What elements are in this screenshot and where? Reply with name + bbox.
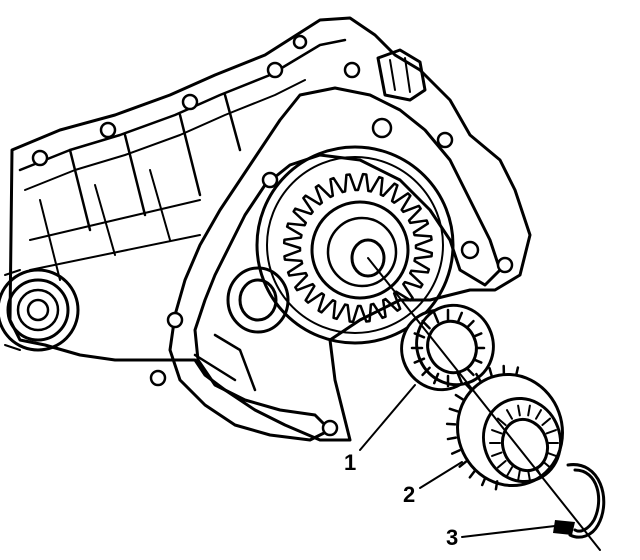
callout-2: 2 (403, 482, 415, 507)
callout-3: 3 (446, 525, 458, 550)
assembly-axis (367, 257, 601, 551)
case-flange-outline (149, 86, 514, 442)
needle-bearing (400, 303, 495, 392)
leader-3 (461, 525, 556, 538)
transfer-case-housing (0, 16, 532, 442)
leader-2 (419, 461, 463, 489)
leader-lines (359, 384, 556, 538)
leader-1 (359, 384, 416, 451)
callout-1: 1 (344, 450, 356, 475)
gear-hub (445, 364, 564, 491)
snap-ring (553, 463, 606, 539)
